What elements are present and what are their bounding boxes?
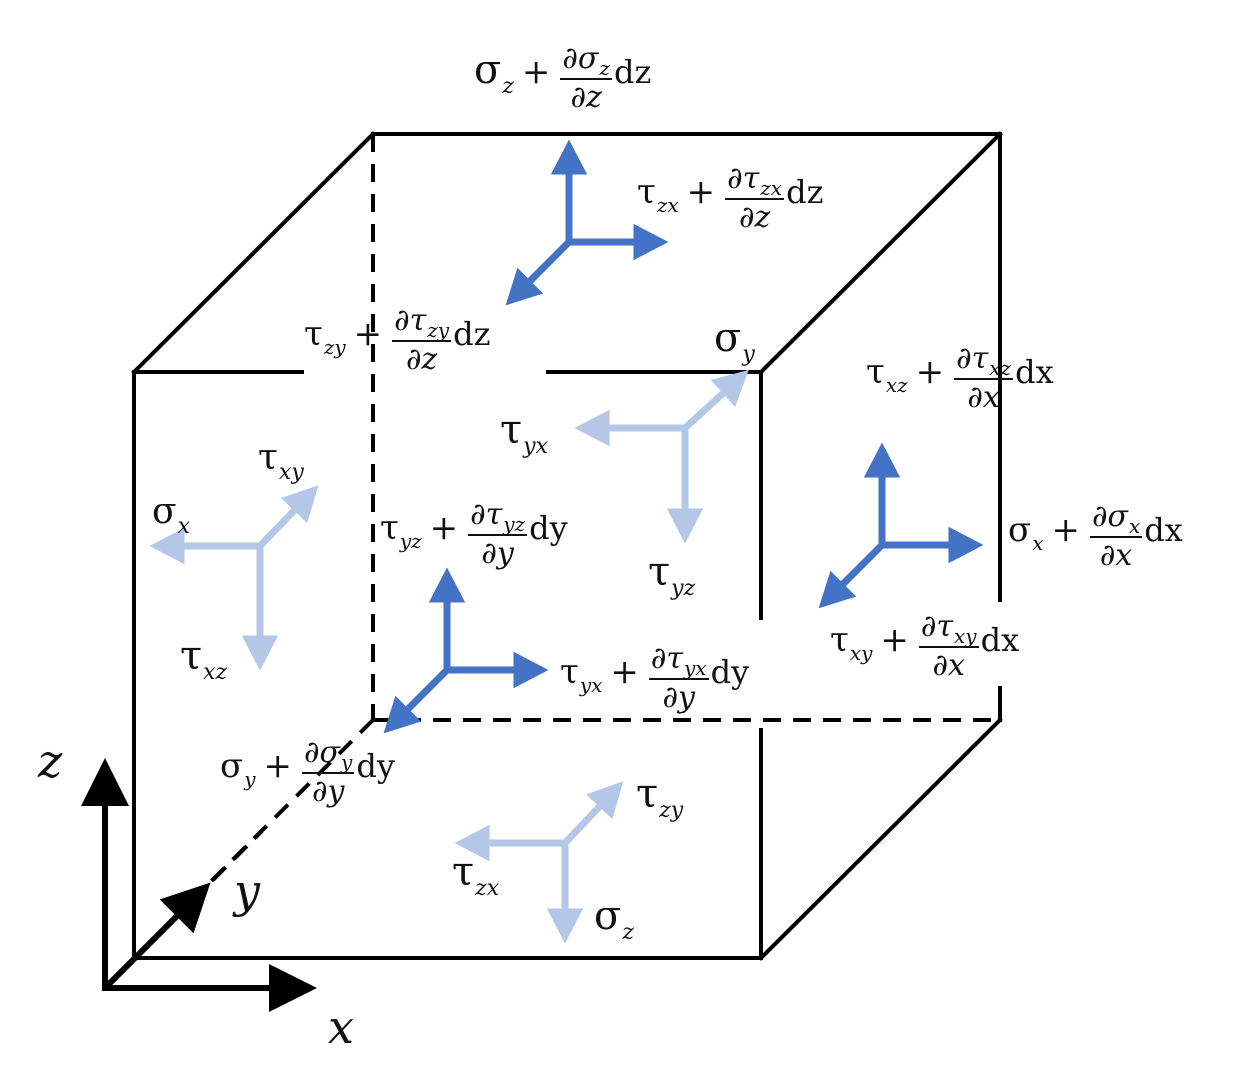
- label-back-tau-yz: τyz: [648, 549, 696, 601]
- edge-top-right-diag: [758, 131, 1003, 375]
- left-face-arrows: [149, 485, 319, 671]
- edge-bottom-right-diag: [758, 717, 1003, 961]
- label-left-sigma-x: σx: [152, 491, 190, 539]
- axis-label-y: y: [234, 864, 260, 918]
- back-arrows: [149, 369, 749, 944]
- top-face-arrows: [505, 139, 669, 306]
- coordinate-axes: [81, 758, 317, 1012]
- axis-label-z: z: [38, 734, 63, 788]
- back-face-arrows: [574, 369, 749, 544]
- label-bottom-tau-zx: τzx: [452, 849, 500, 901]
- edge-top-left-diag: [131, 131, 376, 375]
- label-left-tau-xy: τxy: [258, 437, 304, 485]
- label-bottom-sigma-z: σz: [594, 893, 634, 945]
- y-axis-arrow: [102, 882, 211, 991]
- label-left-tau-xz: τxz: [180, 633, 228, 685]
- front-arrows: [383, 139, 984, 734]
- right-face-arrows: [818, 442, 984, 609]
- visible-edges: [131, 131, 1003, 961]
- label-bottom-tau-zy: τzy: [636, 771, 684, 823]
- axis-label-x: x: [328, 1000, 354, 1054]
- y-axis-dashed: [211, 829, 264, 882]
- bottom-face-arrows: [454, 781, 624, 944]
- label-back-tau-yx: τyx: [500, 407, 548, 459]
- label-back-sigma-y: σy: [714, 315, 755, 367]
- front-face-arrows: [383, 567, 549, 734]
